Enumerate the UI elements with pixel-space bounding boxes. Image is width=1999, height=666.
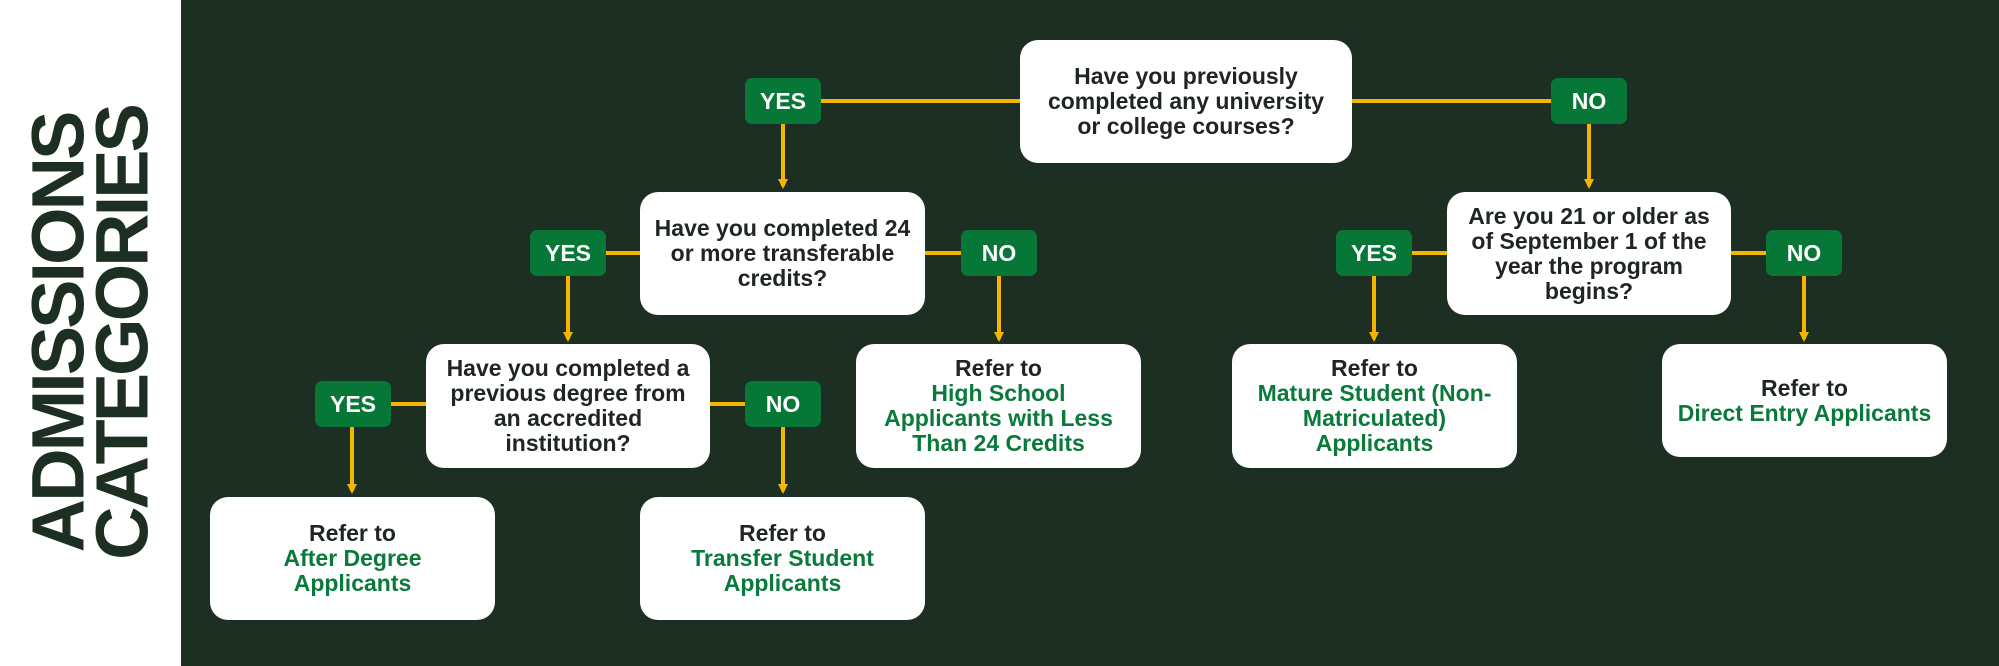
yes-tag-q2: YES	[530, 230, 606, 276]
yes-tag-q4: YES	[1336, 230, 1412, 276]
no-tag-q1: NO	[1551, 78, 1627, 124]
no-tag-q2: NO	[961, 230, 1037, 276]
question-node-transferable-credits: Have you completed 24 or more transferab…	[640, 192, 925, 315]
outcome-category: Transfer Student Applicants	[691, 545, 874, 596]
refer-text: Refer to	[1761, 374, 1848, 401]
question-text: Have you previously completed any univer…	[1047, 63, 1325, 139]
question-node-previous-courses: Have you previously completed any univer…	[1020, 40, 1352, 163]
outcome-node-mature: Refer to Mature Student (Non-Matriculate…	[1232, 344, 1517, 468]
question-node-age: Are you 21 or older as of September 1 of…	[1447, 192, 1731, 315]
no-tag-q3: NO	[745, 381, 821, 427]
no-tag-q4: NO	[1766, 230, 1842, 276]
outcome-category: After Degree Applicants	[283, 545, 422, 596]
outcome-node-direct-entry: Refer to Direct Entry Applicants	[1662, 344, 1947, 457]
sidebar: ADMISSIONS CATEGORIES	[0, 0, 181, 666]
question-node-previous-degree: Have you completed a previous degree fro…	[426, 344, 710, 468]
yes-tag-q1: YES	[745, 78, 821, 124]
outcome-node-high-school: Refer to High School Applicants with Les…	[856, 344, 1141, 468]
outcome-category: Direct Entry Applicants	[1677, 399, 1932, 426]
refer-text: Refer to	[309, 520, 396, 546]
refer-text: Refer to	[739, 520, 826, 546]
refer-text: Refer to	[1331, 355, 1418, 381]
question-text: Are you 21 or older as of September 1 of…	[1468, 202, 1710, 304]
question-text: Have you completed 24 or more transferab…	[654, 215, 911, 291]
yes-tag-q3: YES	[315, 381, 391, 427]
outcome-category: Mature Student (Non-Matriculated) Applic…	[1257, 380, 1492, 456]
refer-text: Refer to	[955, 355, 1042, 381]
outcome-node-after-degree: Refer to After Degree Applicants	[210, 497, 495, 620]
question-text: Have you completed a previous degree fro…	[446, 355, 690, 456]
outcome-category: High School Applicants with Less Than 24…	[884, 380, 1113, 456]
outcome-node-transfer: Refer to Transfer Student Applicants	[640, 497, 925, 620]
